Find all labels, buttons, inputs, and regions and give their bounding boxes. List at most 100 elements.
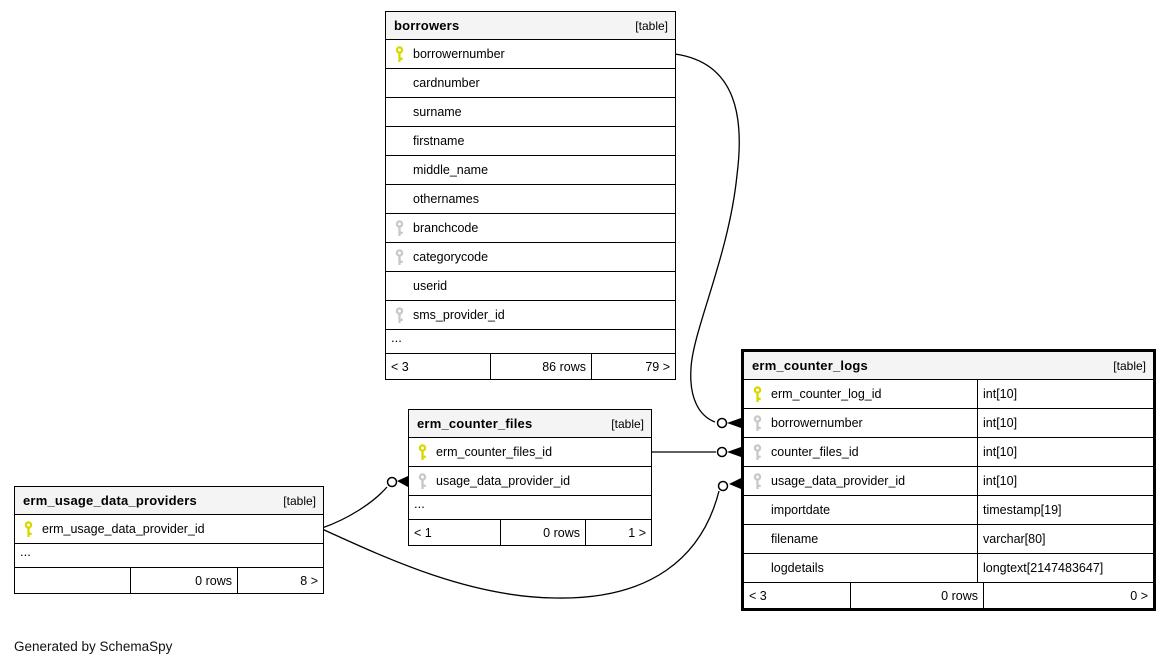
zero-circle-endpoint [716,446,728,458]
column-name: usage_data_provider_id [436,474,571,488]
table-header: borrowers [table] [386,12,675,40]
table-type-label: [table] [635,18,668,33]
column-row-userid[interactable]: userid [386,272,675,301]
relation-erm-counter-files-to-erm-counter-logs [650,446,741,458]
column-name: middle_name [413,163,489,177]
table-erm-usage-data-providers: erm_usage_data_providers[table]erm_usage… [14,486,324,594]
column-name: branchcode [413,221,479,235]
column-row-usage_data_provider_id[interactable]: usage_data_provider_id int[10] [744,467,1153,496]
table-erm-counter-files: erm_counter_files[table]erm_counter_file… [408,409,652,546]
column-row-categorycode[interactable]: categorycode [386,243,675,272]
column-name: erm_counter_log_id [771,387,882,401]
zero-circle-endpoint [386,476,398,488]
arrowhead [727,447,741,457]
column-row-erm_counter_files_id[interactable]: erm_counter_files_id [409,438,651,467]
foreign-key-icon [409,472,436,490]
footer-parents-count: < 3 [386,354,491,379]
column-name: borrowernumber [413,47,505,61]
footer-parents-count: < 3 [744,583,851,608]
column-type: int[10] [977,380,1153,408]
column-name: borrowernumber [771,416,863,430]
more-columns-ellipsis: ... [386,330,675,354]
column-row-erm_counter_log_id[interactable]: erm_counter_log_id int[10] [744,380,1153,409]
footer-parents-count: < 1 [409,520,501,545]
column-row-counter_files_id[interactable]: counter_files_id int[10] [744,438,1153,467]
column-row-filename[interactable]: filename varchar[80] [744,525,1153,554]
table-erm-counter-logs: erm_counter_logs [table] erm_counter_log_i… [741,349,1156,611]
column-name: logdetails [771,561,824,575]
column-type: int[10] [977,409,1153,437]
relation-erm-usage-data-providers-to-erm-counter-logs [321,478,741,599]
more-columns-ellipsis: ... [15,544,323,568]
column-row-borrowernumber[interactable]: borrowernumber int[10] [744,409,1153,438]
column-row-sms_provider_id[interactable]: sms_provider_id [386,301,675,330]
column-type: longtext[2147483647] [977,554,1153,582]
table-borrowers: borrowers [table] borrowernumber cardnumber… [385,11,676,380]
relation-erm-usage-data-providers-to-erm-counter-files [321,476,408,529]
generator-note: Generated by SchemaSpy [14,639,173,654]
footer-children-count: 79 > [645,359,670,374]
column-name: usage_data_provider_id [771,474,906,488]
footer-row-count: 0 rows [501,520,586,545]
foreign-key-icon [744,414,771,432]
column-name: othernames [413,192,480,206]
table-title[interactable]: erm_counter_files [417,416,533,431]
foreign-key-icon [386,219,413,237]
column-name: counter_files_id [771,445,859,459]
table-title[interactable]: erm_usage_data_providers [23,493,197,508]
arrowhead [397,476,408,487]
column-row-importdate[interactable]: importdate timestamp[19] [744,496,1153,525]
arrowhead [729,478,741,489]
table-header: erm_usage_data_providers [table] [15,487,323,515]
footer-row-count: 0 rows [131,568,238,593]
table-header: erm_counter_files[table] [409,410,651,438]
column-row-usage_data_provider_id[interactable]: usage_data_provider_id [409,467,651,496]
foreign-key-icon [386,248,413,266]
footer-children-count: 0 > [1130,588,1148,603]
foreign-key-icon [744,472,771,490]
column-name: erm_counter_files_id [436,445,553,459]
primary-key-icon [409,443,436,461]
column-row-branchcode[interactable]: branchcode [386,214,675,243]
column-row-middle_name[interactable]: middle_name [386,156,675,185]
column-name: userid [413,279,448,293]
column-row-cardnumber[interactable]: cardnumber [386,69,675,98]
column-name: filename [771,532,819,546]
footer-parents-count [15,568,131,593]
footer-children-count: 1 > [628,525,646,540]
column-name: surname [413,105,462,119]
column-row-firstname[interactable]: firstname [386,127,675,156]
column-type: int[10] [977,438,1153,466]
table-title[interactable]: borrowers [394,18,460,33]
foreign-key-icon [386,306,413,324]
column-name: importdate [771,503,831,517]
table-title[interactable]: erm_counter_logs [752,358,868,373]
column-type: timestamp[19] [977,496,1153,524]
primary-key-icon [744,385,771,403]
column-name: firstname [413,134,465,148]
table-header: erm_counter_logs [table] [744,352,1153,380]
column-name: erm_usage_data_provider_id [42,522,205,536]
column-type: varchar[80] [977,525,1153,553]
column-row-surname[interactable]: surname [386,98,675,127]
column-row-othernames[interactable]: othernames [386,185,675,214]
zero-circle-endpoint [717,480,729,492]
zero-circle-endpoint [716,417,728,429]
table-type-label: [table] [283,493,316,508]
column-type: int[10] [977,467,1153,495]
column-row-borrowernumber[interactable]: borrowernumber [386,40,675,69]
table-type-label: [table] [1113,358,1146,373]
foreign-key-icon [744,443,771,461]
arrowhead [727,418,741,428]
column-row-logdetails[interactable]: logdetails longtext[2147483647] [744,554,1153,583]
footer-row-count: 0 rows [851,583,984,608]
column-name: categorycode [413,250,489,264]
footer-children-count: 8 > [300,573,318,588]
column-row-erm_usage_data_provider_id[interactable]: erm_usage_data_provider_id [15,515,323,544]
table-footer: 0 rows 8 > [15,568,323,593]
primary-key-icon [386,45,413,63]
